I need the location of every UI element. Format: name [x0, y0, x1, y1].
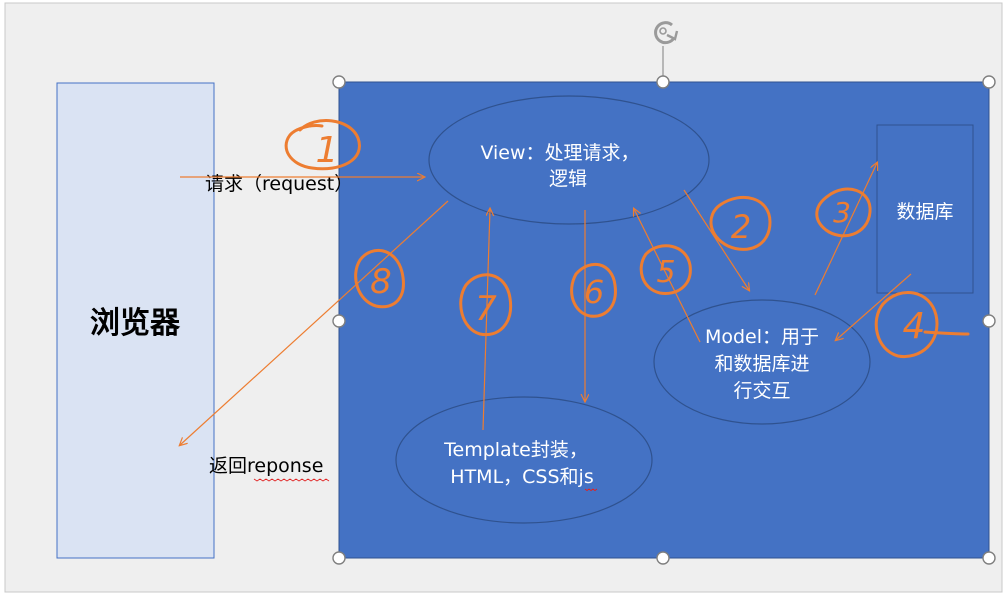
- template-label-line1: Template封装，: [443, 439, 588, 461]
- resize-handle-bottom-left[interactable]: [332, 551, 346, 565]
- response-label: 返回reponse: [209, 455, 323, 477]
- step-circle-6: [570, 262, 617, 318]
- step-4-tail: [923, 330, 970, 336]
- resize-handle-top-right[interactable]: [982, 75, 996, 89]
- view-ellipse[interactable]: [428, 95, 710, 225]
- arrow-database-to-model: [836, 273, 912, 340]
- step-circle-2: [709, 195, 772, 251]
- step-circle-7: [459, 273, 513, 337]
- arrow-view-to-model: [683, 189, 749, 290]
- step-number-4: 4: [903, 306, 926, 347]
- spellcheck-squiggle-js: [584, 488, 598, 492]
- arrow-response: [180, 200, 449, 445]
- step-number-1: 1: [316, 130, 339, 171]
- rotate-handle-icon[interactable]: [654, 21, 679, 45]
- arrow-model-to-database: [814, 163, 877, 296]
- step-number-8: 8: [370, 262, 392, 302]
- step-number-2: 2: [731, 208, 751, 246]
- arrow-model-to-view: [634, 209, 701, 343]
- step-number-3: 3: [833, 196, 851, 229]
- resize-handle-bottom-right[interactable]: [982, 551, 996, 565]
- step-circle-3: [815, 187, 872, 238]
- resize-handle-middle-left[interactable]: [332, 314, 346, 328]
- step-circles: [284, 119, 939, 359]
- template-ellipse[interactable]: [395, 396, 653, 524]
- model-label-line1: Model：用于: [705, 326, 819, 348]
- model-label-line2: 和数据库进: [714, 353, 809, 375]
- step-number-7: 7: [475, 289, 497, 329]
- view-label-line2: 逻辑: [549, 168, 587, 190]
- step-circle-8: [354, 249, 405, 309]
- resize-handle-top-left[interactable]: [332, 75, 346, 89]
- step-number-5: 5: [656, 255, 675, 290]
- resize-handle-bottom-middle[interactable]: [656, 551, 670, 565]
- spellcheck-squiggle: [253, 478, 330, 482]
- database-box[interactable]: [876, 124, 974, 294]
- model-label-line3: 行交互: [733, 380, 790, 402]
- request-label: 请求（request）: [205, 173, 353, 195]
- resize-handle-top-middle[interactable]: [656, 75, 670, 89]
- resize-handle-middle-right[interactable]: [982, 314, 996, 328]
- model-ellipse[interactable]: [653, 299, 871, 425]
- browser-label: 浏览器: [90, 306, 181, 341]
- step-circle-1: [284, 119, 361, 171]
- browser-box[interactable]: [56, 82, 215, 559]
- step-circle-4: [874, 290, 939, 359]
- template-label-line2: HTML，CSS和js: [450, 466, 593, 488]
- arrow-template-to-view: [482, 209, 490, 431]
- step-circle-5: [639, 244, 692, 296]
- database-label: 数据库: [896, 201, 953, 223]
- view-label-line1: View：处理请求，: [480, 142, 639, 164]
- step-number-6: 6: [584, 273, 604, 311]
